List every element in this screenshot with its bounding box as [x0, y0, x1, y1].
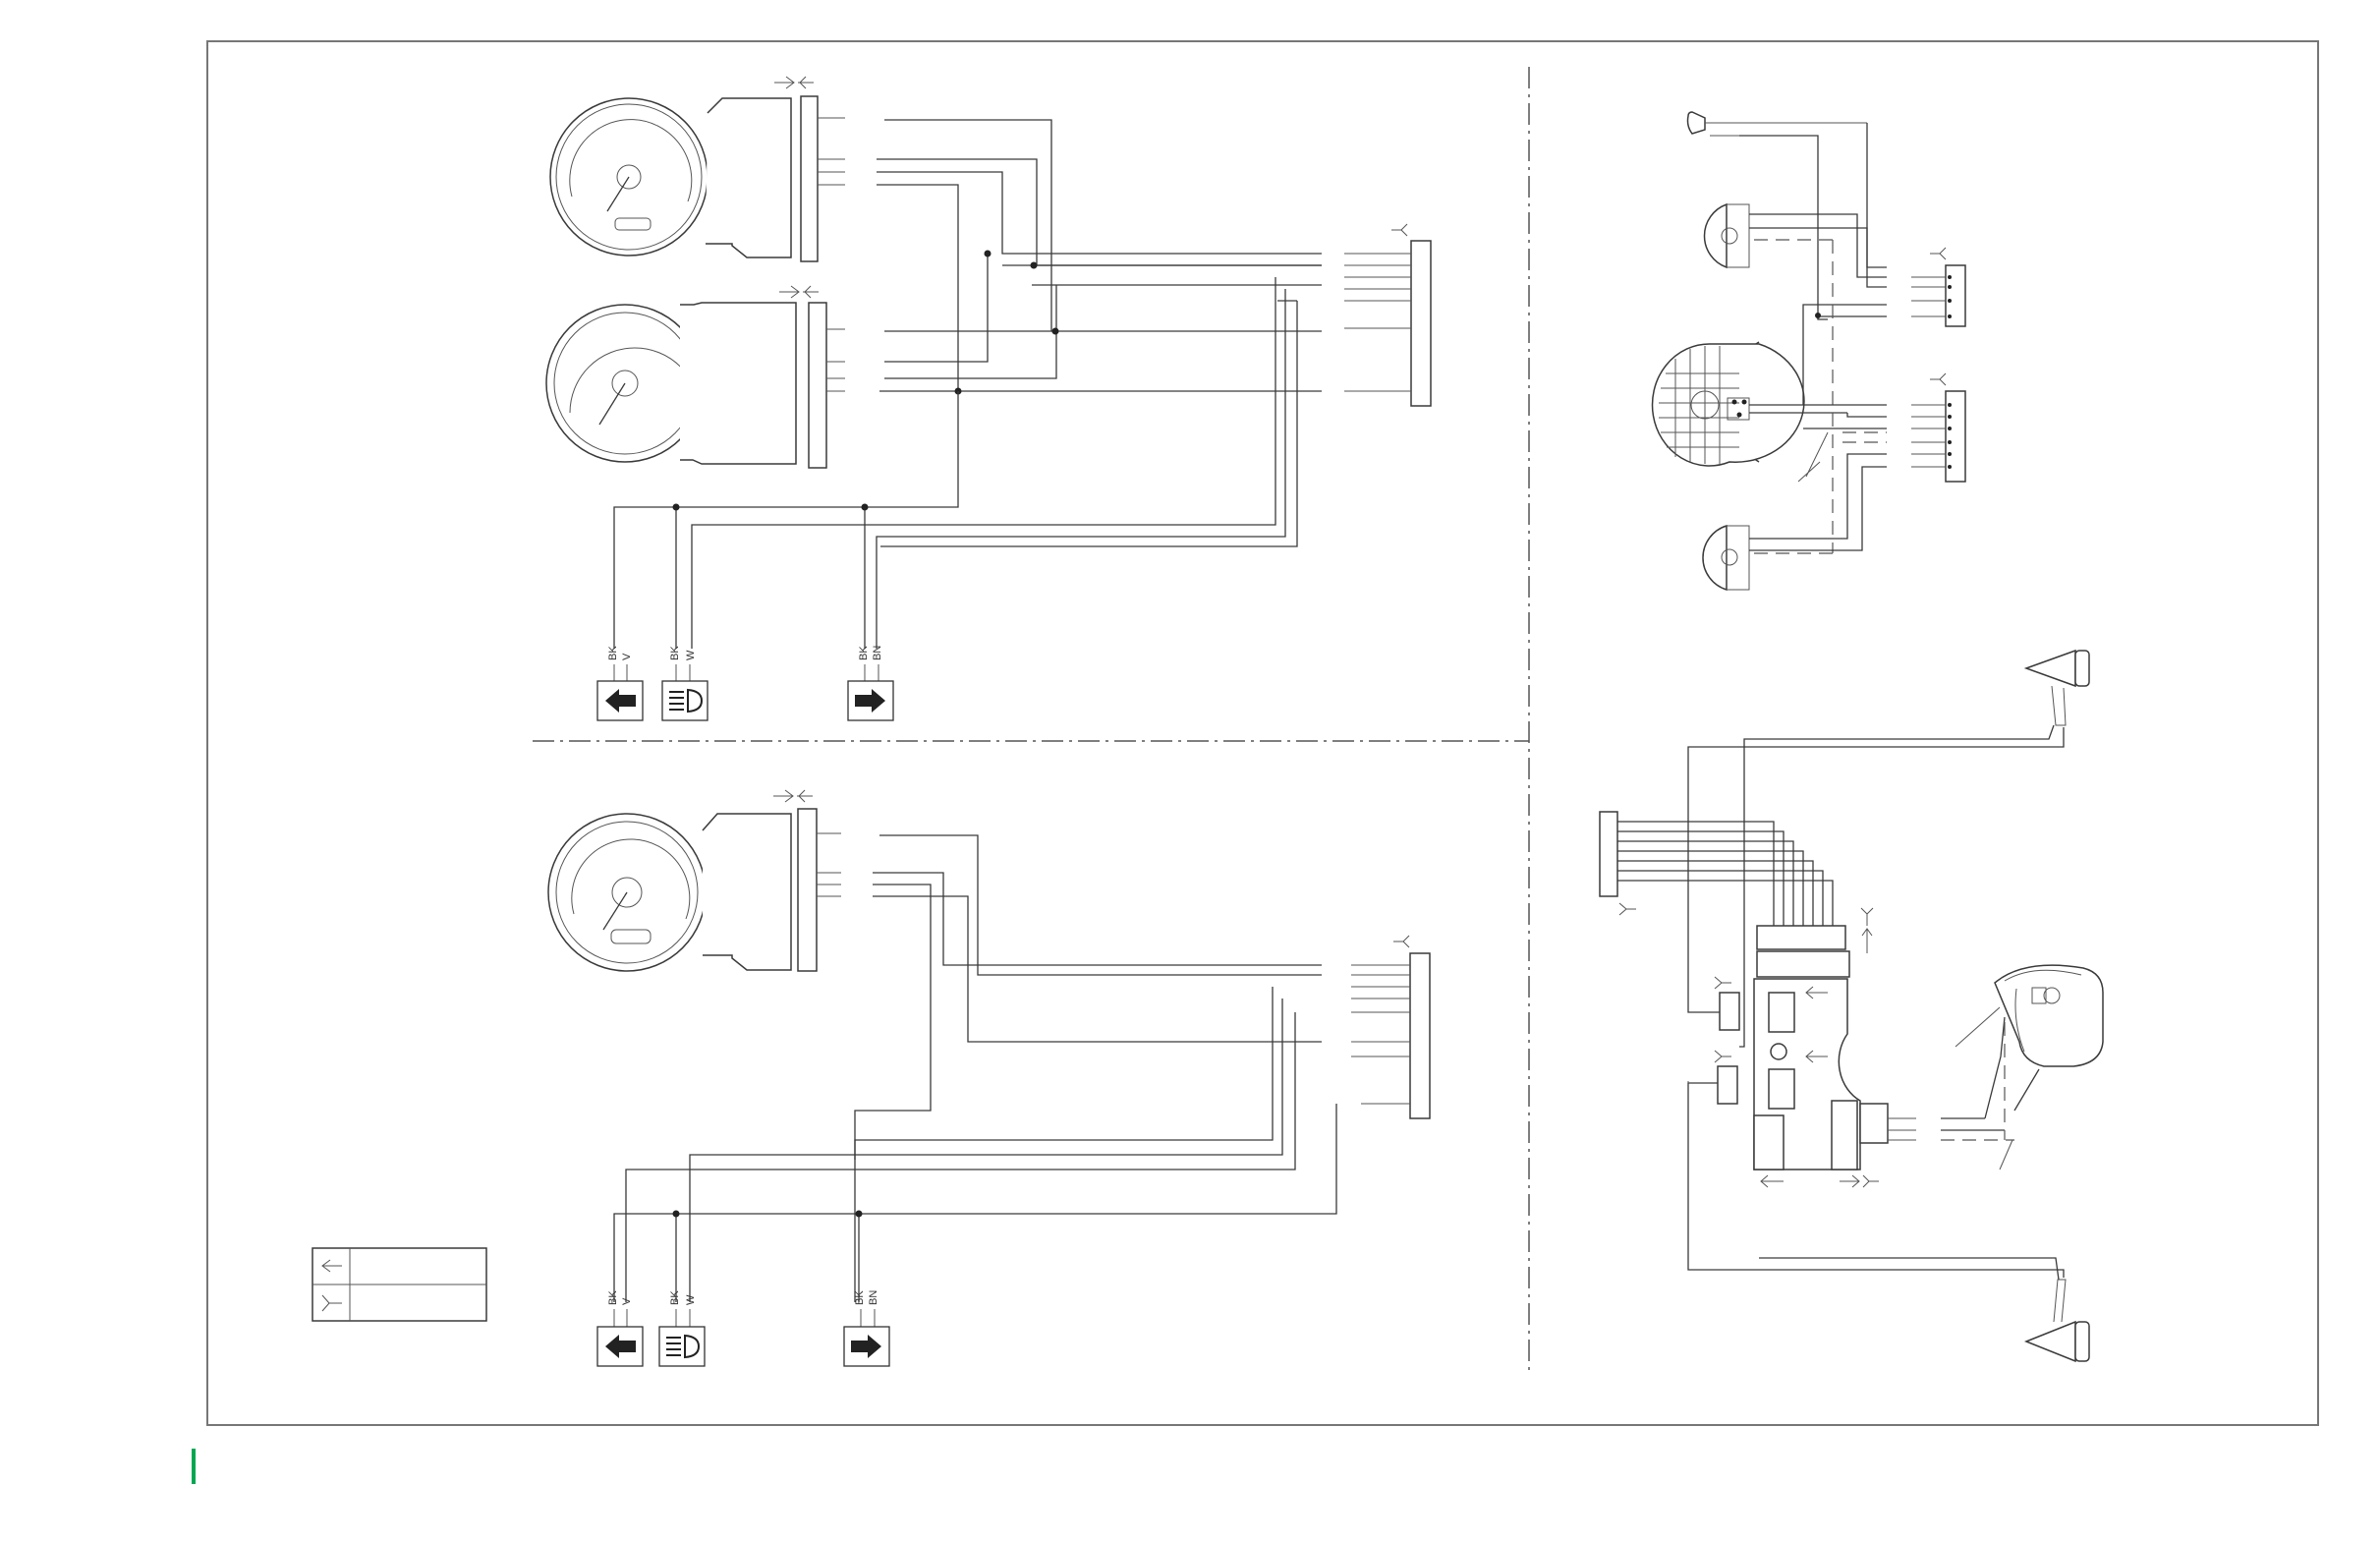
- arrow-right-icon: [1840, 1174, 1860, 1188]
- wire-label: BK: [607, 1290, 619, 1305]
- legend: [312, 1247, 487, 1322]
- clock-bottom-wires: [613, 832, 1431, 1302]
- wire-label: BK: [669, 1290, 681, 1305]
- speedometer-bottom: [547, 808, 818, 972]
- plug-connector-icon: [1930, 372, 1947, 386]
- plug-connector-icon: [1391, 223, 1408, 237]
- rear-lighting-cluster: [1599, 649, 2104, 1363]
- arrow-left-icon: [321, 1259, 342, 1273]
- wire-labels-top: BK V BK W BK BN: [607, 646, 883, 681]
- wire-label: BK: [858, 646, 870, 660]
- wire-label: W: [685, 1294, 697, 1305]
- wire-label: BK: [854, 1290, 866, 1305]
- wire-label: V: [621, 1297, 633, 1305]
- arrow-up-icon: [1861, 928, 1873, 953]
- wire-label: BK: [669, 646, 681, 660]
- high-beam-icon: [661, 680, 708, 721]
- plug-connector-icon: [1714, 1050, 1731, 1063]
- clock-top-wires: [613, 117, 1432, 649]
- speedometer-top: [549, 95, 819, 262]
- plug-connector-icon: [774, 76, 814, 89]
- plug-connector-icon: [1618, 902, 1636, 916]
- wire-label: BK: [607, 646, 619, 660]
- plug-connector-icon: [773, 789, 813, 803]
- right-arrow-icon: [847, 680, 894, 721]
- plug-connector-icon: [1862, 1174, 1879, 1188]
- plug-connector-icon: [1393, 935, 1410, 948]
- headlight-cluster: [1651, 111, 1966, 592]
- plug-connector-icon: [779, 285, 819, 299]
- page-accent-bar: [192, 1449, 196, 1484]
- right-arrow-icon: [843, 1326, 890, 1367]
- arrow-left-icon: [1760, 1174, 1784, 1188]
- diagram-frame: [206, 40, 2319, 1426]
- arrow-left-icon: [1805, 1050, 1828, 1063]
- wire-labels-bottom: BK V BK W BK BN: [607, 1290, 879, 1327]
- rev-counter-top: [545, 302, 827, 469]
- wire-label: BN: [868, 1290, 879, 1305]
- left-arrow-icon: [596, 1326, 644, 1367]
- plug-connector-icon: [1930, 247, 1947, 260]
- high-beam-icon: [658, 1326, 706, 1367]
- plug-connector-icon: [321, 1294, 342, 1312]
- arrow-left-icon: [1805, 986, 1828, 999]
- wire-label: V: [621, 653, 633, 660]
- wire-label: W: [685, 650, 697, 660]
- wire-label: BN: [872, 646, 883, 660]
- plug-connector-icon: [1714, 976, 1731, 990]
- left-arrow-icon: [596, 680, 644, 721]
- plug-connector-icon: [1860, 907, 1874, 926]
